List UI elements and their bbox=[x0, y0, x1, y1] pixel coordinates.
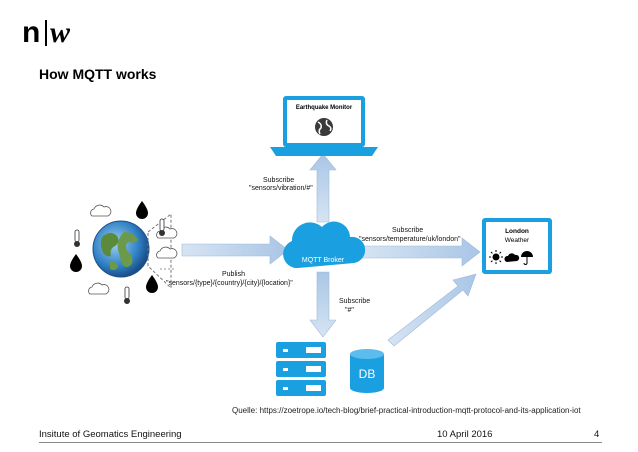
footer-page-number: 4 bbox=[594, 429, 600, 440]
cloud-sun-icon bbox=[504, 253, 520, 262]
subscribe-bottom-label: Subscribe bbox=[339, 298, 370, 305]
footer-institute: Insitute of Geomatics Engineering bbox=[39, 429, 182, 440]
arrow-broker-to-monitor bbox=[309, 153, 337, 223]
slide-title: How MQTT works bbox=[39, 66, 157, 82]
logo-w: w bbox=[50, 16, 71, 48]
footer-divider bbox=[39, 442, 602, 443]
subscribe-top-label: Subscribe bbox=[263, 177, 294, 184]
footer-date: 10 April 2016 bbox=[437, 429, 493, 440]
subscribe-right-topic: "sensors/temperature/uk/london" bbox=[359, 236, 461, 243]
server-stack bbox=[276, 342, 326, 396]
thermometer-icon bbox=[74, 229, 80, 247]
subscribe-right-label: Subscribe bbox=[392, 227, 423, 234]
cloud-icon bbox=[88, 282, 110, 295]
publish-label: Publish bbox=[222, 271, 245, 278]
monitor-title: Earthquake Monitor bbox=[296, 105, 353, 111]
subscribe-top-topic: "sensors/vibration/#" bbox=[249, 185, 313, 192]
tablet-title-weather: Weather bbox=[505, 237, 530, 244]
cloud-icon bbox=[90, 204, 112, 217]
broker-label: MQTT Broker bbox=[302, 257, 345, 264]
london-weather-tablet: London Weather bbox=[482, 218, 552, 274]
mqtt-broker-cloud: MQTT Broker bbox=[283, 221, 366, 269]
sun-icon bbox=[489, 250, 503, 264]
db-label: DB bbox=[359, 367, 376, 381]
earthquake-monitor-laptop: Earthquake Monitor bbox=[270, 96, 378, 156]
source-citation: Quelle: https://zoetrope.io/tech-blog/br… bbox=[232, 406, 581, 415]
umbrella-icon bbox=[521, 251, 533, 265]
arrow-broker-to-tablet bbox=[361, 237, 481, 267]
thermometer-icon bbox=[159, 218, 165, 236]
thermometer-icon bbox=[124, 286, 130, 304]
tablet-title-london: London bbox=[505, 228, 529, 235]
water-drop-icon bbox=[136, 201, 148, 219]
database-icon: DB bbox=[350, 349, 384, 393]
arrow-db-to-tablet bbox=[387, 273, 477, 347]
subscribe-bottom-topic: "#" bbox=[345, 307, 354, 314]
arrow-broker-to-db bbox=[309, 271, 337, 338]
publish-topic: "sensors/{type}/{country}/{city}/{locati… bbox=[166, 280, 293, 287]
cloud-icon bbox=[156, 246, 178, 259]
water-drop-icon bbox=[70, 254, 82, 272]
arrow-publish-to-broker bbox=[181, 235, 289, 265]
logo-n: n bbox=[22, 16, 40, 48]
fhnw-logo: n w bbox=[22, 16, 71, 48]
water-drop-icon bbox=[146, 275, 158, 293]
sensor-globe bbox=[92, 212, 174, 290]
